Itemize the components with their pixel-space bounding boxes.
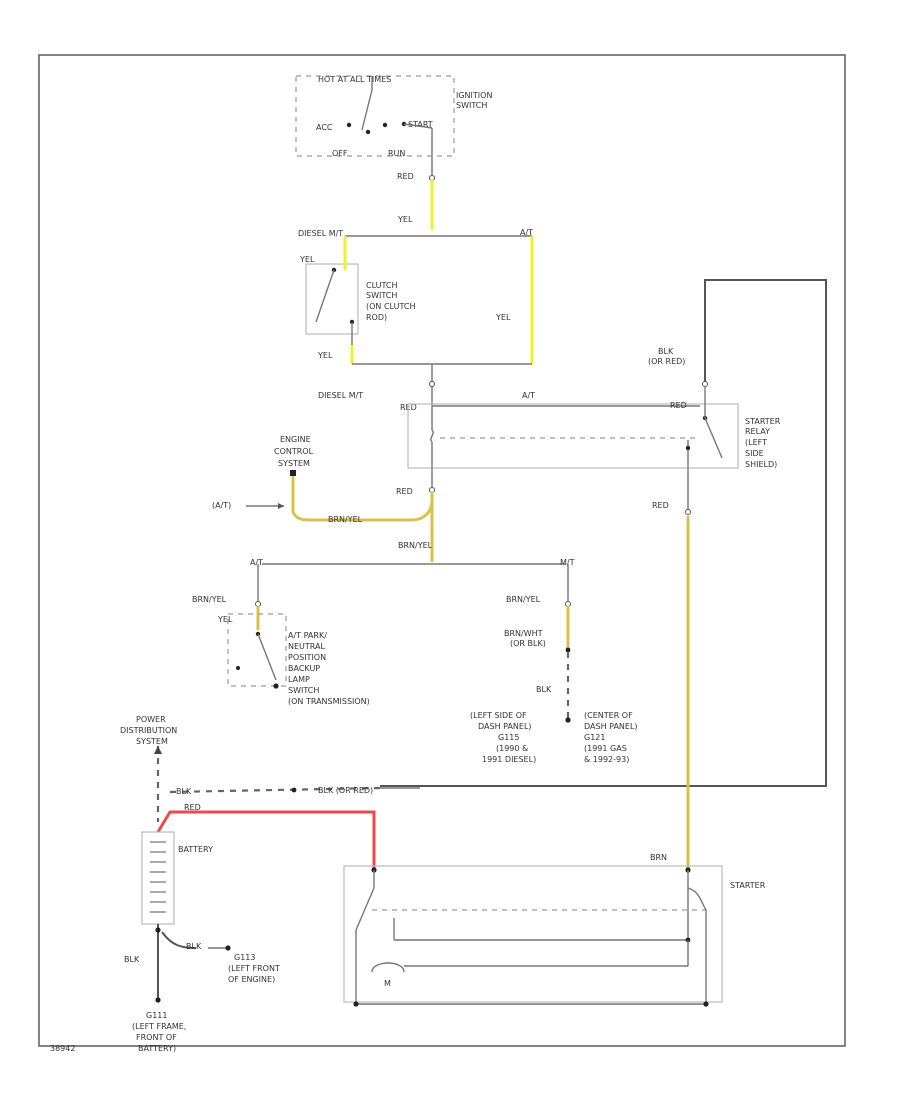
clutch-switch-label-1: CLUTCH: [366, 281, 398, 290]
off-label: OFF: [332, 149, 348, 158]
ecs-label-1: ENGINE: [280, 435, 311, 444]
park-switch-label-3: POSITION: [288, 653, 326, 662]
ground-battery-label-3: FRONT OF: [136, 1033, 177, 1042]
park-switch-label-1: A/T PARK/: [288, 631, 327, 640]
ground-battery-label-1: G111: [146, 1011, 167, 1020]
figure-code: 38942: [50, 1044, 75, 1053]
yel-park-label: YEL: [217, 615, 233, 624]
yel-clutch-bottom-label: YEL: [317, 351, 333, 360]
battery: BATTERY: [141, 831, 213, 925]
ecs-label-3: SYSTEM: [278, 459, 310, 468]
park-switch-label-7: (ON TRANSMISSION): [288, 697, 370, 706]
park-switch-label-5: LAMP: [288, 675, 310, 684]
brn-yel-mid-label: BRN/YEL: [398, 541, 433, 550]
ground-battery-label-2: (LEFT FRAME,: [132, 1022, 186, 1031]
starter-label: STARTER: [730, 881, 766, 890]
starter-relay-label-5: SHIELD): [745, 460, 777, 469]
park-switch-label-2: NEUTRAL: [288, 642, 325, 651]
blk-ground-wire-label: BLK: [186, 942, 202, 951]
brn-yel-ecs-label: BRN/YEL: [328, 515, 363, 524]
red-ecs-label: RED: [396, 487, 413, 496]
run-label: RUN: [388, 149, 405, 158]
red-batt-label: RED: [184, 803, 201, 812]
at-left-label: A/T: [250, 558, 263, 567]
clutch-switch: YEL CLUTCH SWITCH (ON CLUTCH ROD): [299, 236, 415, 345]
red-starter-feed-label: RED: [652, 501, 669, 510]
ecs-label-2: CONTROL: [274, 447, 314, 456]
ground-right-label-3: G121: [584, 733, 605, 742]
ground-right-label-2: DASH PANEL): [584, 722, 638, 731]
at-mid-label: A/T: [522, 391, 535, 400]
motor-m-label: M: [384, 979, 391, 988]
blk-or-red-relay-label-1: BLK: [658, 347, 674, 356]
ground-left-label-3: G115: [498, 733, 519, 742]
brn-yel-ecs-wire: [291, 476, 434, 522]
at-top-label: A/T: [520, 228, 533, 237]
brn-yel-left-label: BRN/YEL: [192, 595, 227, 604]
ground-engine-label-3: OF ENGINE): [228, 975, 275, 984]
brn-wht-label-2: (OR BLK): [510, 639, 546, 648]
starter-relay-label-1: STARTER: [745, 417, 781, 426]
brn-yel-right-label: BRN/YEL: [506, 595, 541, 604]
start-label: START: [408, 120, 433, 129]
at-arrow-label: (A/T): [212, 501, 231, 510]
diesel-mt-top-label: DIESEL M/T: [298, 229, 343, 238]
yel-right-label: YEL: [495, 313, 511, 322]
ground-left-label-2: DASH PANEL): [478, 722, 532, 731]
blk-or-red-relay-label-2: (OR RED): [648, 357, 685, 366]
starter-assembly: BRN STARTER M: [343, 853, 766, 1007]
ground-right-label-1: (CENTER OF: [584, 711, 633, 720]
ignition-switch-label-1: IGNITION: [456, 91, 492, 100]
park-switch-label-4: BACKUP: [288, 664, 320, 673]
red-ign-label: RED: [397, 172, 414, 181]
ground-right-label-4: (1991 GAS: [584, 744, 627, 753]
starter-relay-label-4: SIDE: [745, 449, 764, 458]
mt-right-label: M/T: [560, 558, 575, 567]
ground-engine-label-2: (LEFT FRONT: [228, 964, 280, 973]
diesel-mt-mid-label: DIESEL M/T: [318, 391, 363, 400]
starter-relay-label-2: RELAY: [745, 427, 770, 436]
pds-label-1: POWER: [136, 715, 166, 724]
pds-label-3: SYSTEM: [136, 737, 168, 746]
ground-left-label-5: 1991 DIESEL): [482, 755, 536, 764]
clutch-switch-label-3: (ON CLUTCH: [366, 302, 415, 311]
blk-battery-ground-label: BLK: [124, 955, 140, 964]
clutch-switch-label-2: SWITCH: [366, 291, 397, 300]
ignition-switch-label-2: SWITCH: [456, 101, 487, 110]
park-neutral-switch: YEL A/T PARK/ NEUTRAL POSITION BACKUP LA…: [217, 613, 370, 706]
blk-batt-label: BLK: [176, 787, 192, 796]
starter-relay: RED STARTER RELAY (LEFT SIDE SHIELD): [407, 401, 781, 469]
engine-control-system: ENGINE CONTROL SYSTEM (A/T): [212, 435, 314, 510]
ground-battery-label-4: BATTERY): [138, 1044, 176, 1053]
battery-label: BATTERY: [178, 845, 213, 854]
blk-or-red-long-label: BLK (OR RED): [318, 786, 373, 795]
blk-mid-label: BLK: [536, 685, 552, 694]
pds-label-2: DISTRIBUTION: [120, 726, 177, 735]
ground-right-label-5: & 1992-93): [584, 755, 629, 764]
ground-engine-label-1: G113: [234, 953, 255, 962]
diagram-frame: [38, 54, 846, 1047]
yel-clutch-top-label: YEL: [299, 255, 315, 264]
hot-at-all-times-label: HOT AT ALL TIMES: [318, 75, 391, 84]
yel-top-label: YEL: [397, 215, 413, 224]
ground-left-label-1: (LEFT SIDE OF: [470, 711, 527, 720]
brn-wht-label-1: BRN/WHT: [504, 629, 543, 638]
red-battery-cable: [156, 810, 376, 868]
park-switch-label-6: SWITCH: [288, 686, 319, 695]
ignition-switch: HOT AT ALL TIMES IGNITION SWITCH ACC STA…: [295, 75, 492, 181]
ground-left-label-4: (1990 &: [496, 744, 528, 753]
acc-label: ACC: [316, 123, 333, 132]
clutch-switch-label-4: ROD): [366, 313, 387, 322]
blk-relay-feed-wire: [380, 279, 827, 787]
starter-relay-label-3: (LEFT: [745, 438, 767, 447]
brn-starter-label: BRN: [650, 853, 667, 862]
red-relay-label: RED: [670, 401, 687, 410]
